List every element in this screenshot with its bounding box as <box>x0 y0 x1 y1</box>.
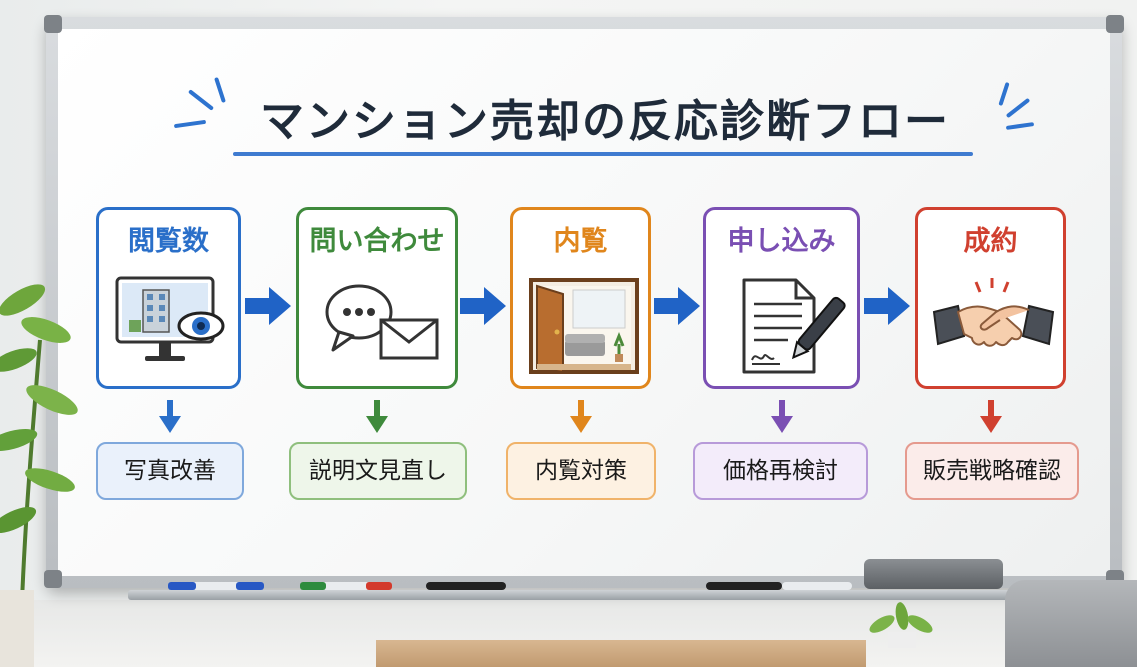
monitor-building-eye-icon <box>115 276 225 361</box>
action-box-sales-strategy-check: 販売戦略確認 <box>905 442 1079 500</box>
step-label: 問い合わせ <box>309 226 445 257</box>
frame-corner <box>1106 15 1124 33</box>
arrow-down-icon <box>771 400 793 433</box>
small-plant <box>869 602 933 648</box>
flow-arrow-right-icon <box>460 287 506 325</box>
action-box-photo-improvement: 写真改善 <box>96 442 244 500</box>
step-label: 成約 <box>963 226 1018 257</box>
handshake-icon <box>932 278 1055 347</box>
step-card-viewing: 内覧 <box>510 207 651 389</box>
step-card-views: 閲覧数 <box>96 207 241 389</box>
flow-arrow-right-icon <box>864 287 910 325</box>
step-card-contract: 成約 <box>915 207 1066 389</box>
frame-corner <box>44 570 62 588</box>
marker-black <box>706 582 852 590</box>
action-box-price-reconsideration: 価格再検討 <box>693 442 868 500</box>
marker-tray <box>128 590 1028 600</box>
step-label: 内覧 <box>553 226 608 257</box>
arrow-down-icon <box>570 400 592 433</box>
step-card-application: 申し込み <box>703 207 860 389</box>
step-label: 申し込み <box>727 226 836 257</box>
step-label: 閲覧数 <box>128 226 209 257</box>
frame-corner <box>44 15 62 33</box>
flow-arrow-right-icon <box>654 287 700 325</box>
markers <box>168 582 718 590</box>
flow-arrow-right-icon <box>245 287 291 325</box>
action-box-description-review: 説明文見直し <box>289 442 467 500</box>
chair <box>1005 580 1137 667</box>
arrow-down-icon <box>366 400 388 433</box>
document-pen-icon <box>742 278 846 374</box>
desk <box>376 640 866 667</box>
diagram-title: マンション売却の反応診断フロー <box>260 96 950 147</box>
potted-plant <box>0 284 78 667</box>
action-box-viewing-measures: 内覧対策 <box>506 442 656 500</box>
arrow-down-icon <box>980 400 1002 433</box>
whiteboard-eraser[interactable] <box>864 559 1003 589</box>
chat-bubble-envelope-icon <box>325 284 439 360</box>
title-underline <box>233 152 973 156</box>
arrow-down-icon <box>159 400 181 433</box>
step-card-inquiries: 問い合わせ <box>296 207 458 389</box>
open-door-room-icon <box>529 278 639 374</box>
